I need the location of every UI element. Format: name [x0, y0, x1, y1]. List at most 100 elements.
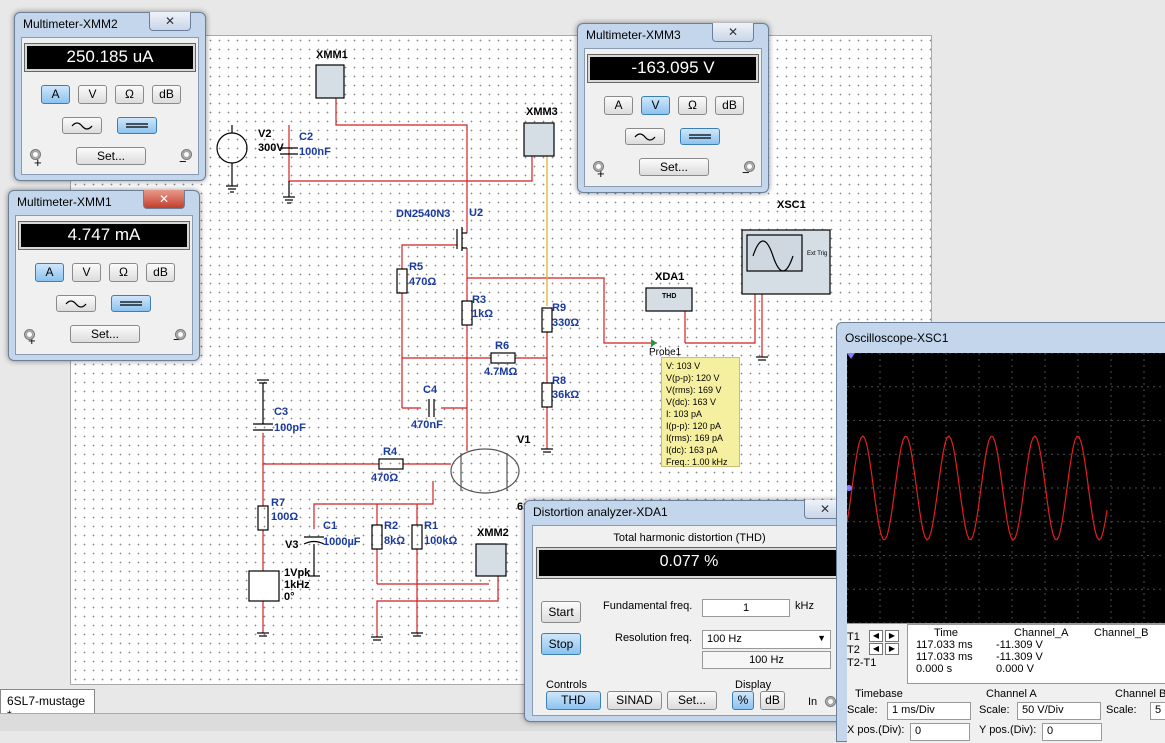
mode-button[interactable]: A — [41, 85, 70, 104]
ac-button[interactable] — [56, 295, 96, 312]
set-button[interactable]: Set... — [76, 147, 146, 165]
set-button[interactable]: Set... — [667, 691, 717, 710]
window-title: Multimeter-XMM1 — [17, 195, 112, 209]
cursor-row-label: T2 — [847, 644, 860, 656]
component-value2-v3: 1kHz — [284, 579, 310, 591]
distortion-analyzer-window[interactable]: Distortion analyzer-XDA1 ✕ Total harmoni… — [524, 500, 851, 722]
mode-button[interactable]: V — [78, 85, 107, 104]
mode-button[interactable]: dB — [715, 96, 744, 115]
cursor-left-arrow-icon[interactable]: ◀ — [869, 630, 883, 642]
chevron-down-icon: ▼ — [817, 633, 826, 643]
input-terminal-icon[interactable] — [825, 696, 836, 707]
schematic-diagram[interactable]: XMM1XMM3XMM2XSC1XDA1V2300VC2100nFU2DN254… — [71, 36, 933, 686]
positive-terminal-icon[interactable] — [593, 161, 604, 172]
dc-button[interactable] — [117, 117, 157, 134]
mode-button[interactable]: V — [641, 96, 670, 115]
stop-button[interactable]: Stop — [541, 633, 581, 655]
y-pos-field[interactable]: 0 — [1042, 723, 1102, 741]
x-pos-field[interactable]: 0 — [910, 723, 970, 741]
component-ref-v1: V1 — [517, 434, 530, 446]
cursor-value: -11.309 V — [996, 639, 1043, 651]
percent-button[interactable]: % — [732, 691, 754, 710]
component-value-r9: 330Ω — [552, 317, 579, 329]
resolution-label: Resolution freq. — [615, 632, 693, 644]
mode-button[interactable]: Ω — [115, 85, 144, 104]
fundamental-input[interactable]: 1 — [702, 599, 790, 617]
sinad-button[interactable]: SINAD — [607, 691, 662, 710]
dc-line-icon — [126, 123, 148, 128]
positive-terminal-icon[interactable] — [30, 149, 41, 160]
db-button[interactable]: dB — [760, 691, 785, 710]
component-ref-r4: R4 — [383, 446, 398, 458]
thd-button[interactable]: THD — [546, 691, 601, 710]
mode-button[interactable]: Ω — [678, 96, 707, 115]
component-ref-xda1: XDA1 — [655, 271, 684, 283]
dc-line-icon — [120, 301, 142, 306]
start-button[interactable]: Start — [541, 601, 581, 623]
cursor-col-header: Channel_B — [1094, 627, 1149, 639]
component-ref-xmm3: XMM3 — [526, 106, 558, 118]
mode-button[interactable]: Ω — [109, 263, 138, 282]
ac-wave-icon — [71, 122, 93, 130]
resolution-select[interactable]: 100 Hz▼ — [702, 630, 831, 649]
dc-button[interactable] — [680, 128, 720, 145]
dc-button[interactable] — [111, 295, 151, 312]
cursor-row-label: T1 — [847, 631, 860, 643]
mode-button[interactable]: dB — [152, 85, 181, 104]
mode-button[interactable]: V — [72, 263, 101, 282]
component-value-u2: DN2540N3 — [396, 208, 450, 220]
ac-wave-icon — [634, 133, 656, 141]
channel-a-scale-field[interactable]: 50 V/Div — [1017, 702, 1101, 720]
xda-thd-label: THD — [662, 293, 676, 300]
meter-reading: -163.095 V — [587, 54, 759, 83]
set-button[interactable]: Set... — [639, 158, 709, 176]
negative-terminal-icon[interactable] — [175, 329, 186, 340]
component-ref-c1: C1 — [323, 520, 337, 532]
close-button[interactable]: ✕ — [143, 190, 185, 209]
ac-button[interactable] — [62, 117, 102, 134]
mode-button[interactable]: A — [604, 96, 633, 115]
scale-label: Scale: — [847, 704, 878, 716]
ac-button[interactable] — [625, 128, 665, 145]
cursor-right-arrow-icon[interactable]: ▶ — [885, 643, 899, 655]
component-value-c1: 1000µF — [323, 536, 361, 548]
fundamental-unit: kHz — [795, 600, 814, 612]
schematic-symbols — [216, 64, 831, 641]
component-ref-u2: U2 — [469, 207, 483, 219]
component-value-c3: 100pF — [274, 422, 306, 434]
timebase-scale-field[interactable]: 1 ms/Div — [887, 702, 971, 720]
mode-button[interactable]: A — [35, 263, 64, 282]
channel-b-scale-field[interactable]: 5 — [1150, 702, 1165, 720]
trigger-marker-icon — [846, 485, 852, 491]
probe-reading: V(p-p): 120 V — [666, 373, 720, 383]
controls-label: Controls — [546, 679, 587, 691]
probe-reading: Freq.: 1.00 kHz — [666, 457, 728, 467]
channel-b-label: Channel B — [1115, 688, 1165, 700]
close-button[interactable]: ✕ — [712, 23, 754, 42]
plus-sign: + — [34, 155, 42, 170]
window-title: Multimeter-XMM3 — [586, 28, 681, 42]
cursor-row-label: T2-T1 — [847, 657, 877, 669]
document-tab[interactable]: 6SL7-mustage * — [0, 689, 95, 722]
negative-terminal-icon[interactable] — [744, 161, 755, 172]
cursor-t1-icon[interactable] — [847, 353, 855, 359]
dc-line-icon — [689, 134, 711, 139]
set-button[interactable]: Set... — [70, 325, 140, 343]
oscilloscope-screen[interactable] — [846, 352, 1165, 624]
close-button[interactable]: ✕ — [149, 12, 191, 31]
cursor-right-arrow-icon[interactable]: ▶ — [885, 630, 899, 642]
probe-reading: I(rms): 169 pA — [666, 433, 724, 443]
mode-button[interactable]: dB — [146, 263, 175, 282]
red-wires — [262, 98, 763, 637]
positive-terminal-icon[interactable] — [24, 329, 35, 340]
display-label: Display — [735, 679, 772, 691]
probe-reading: I: 103 pA — [666, 409, 703, 419]
cursor-left-arrow-icon[interactable]: ◀ — [869, 643, 883, 655]
negative-terminal-icon[interactable] — [181, 149, 192, 160]
